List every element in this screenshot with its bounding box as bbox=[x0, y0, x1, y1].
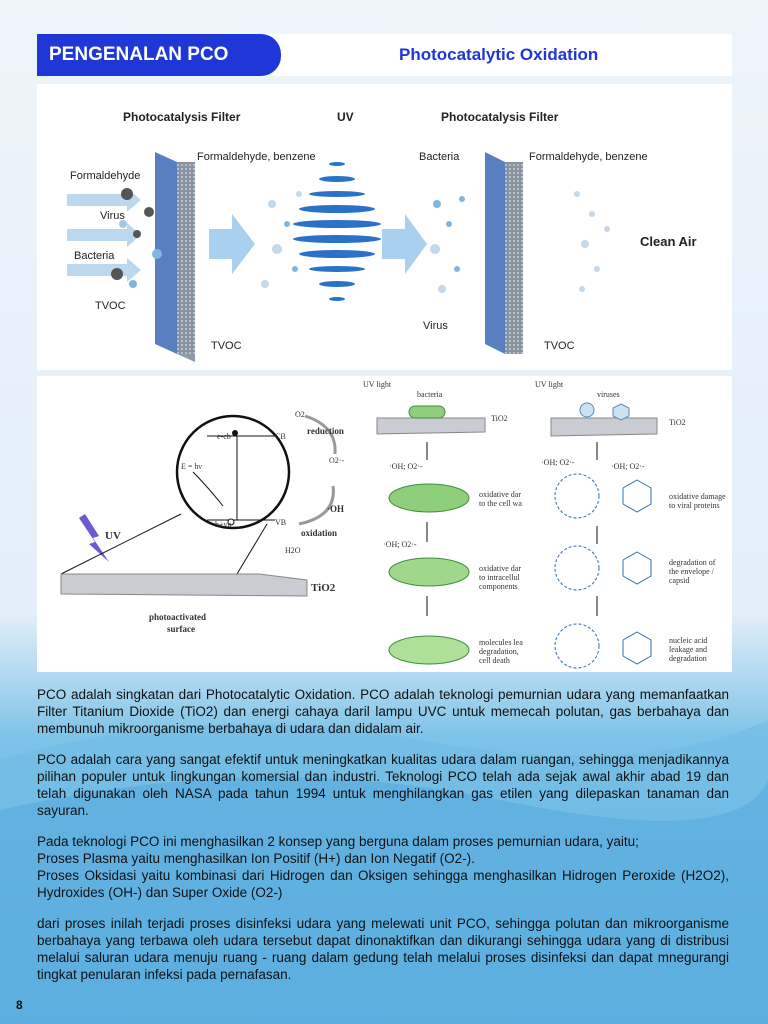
pco-filter-diagram: Photocatalysis Filter UV Photocatalysis … bbox=[37, 84, 732, 370]
body-text: PCO adalah singkatan dari Photocatalytic… bbox=[37, 686, 729, 997]
bacteria-step-3-line-3: cell death bbox=[479, 656, 510, 665]
virus-step-1: oxidative damage to viral proteins bbox=[669, 492, 726, 510]
radicals-label-3: ·OH; O2·- bbox=[611, 462, 645, 471]
paragraph-3-line-1: Pada teknologi PCO ini menghasilkan 2 ko… bbox=[37, 834, 639, 849]
oxidation-label: oxidation bbox=[301, 528, 338, 538]
virus-step-3: nucleic acid leakage and degradation bbox=[669, 636, 707, 663]
virus-step-2-line-1: degradation of bbox=[669, 558, 716, 567]
page-number: 8 bbox=[16, 998, 23, 1012]
virus-bottom: Virus bbox=[423, 320, 448, 332]
bacteria-step-3-line-2: degradation, bbox=[479, 647, 519, 656]
band-gap-magnifier bbox=[175, 414, 291, 530]
flow-arrow-2 bbox=[382, 214, 427, 274]
virus-step-1-line-1: oxidative damage bbox=[669, 492, 726, 501]
h-vb-label: h+vb bbox=[215, 520, 232, 529]
formaldehyde-top-1: Formaldehyde, benzene bbox=[197, 151, 316, 163]
bacteria-step-2-line-3: components bbox=[479, 582, 518, 591]
tio2-surface bbox=[60, 573, 308, 597]
clean-air-label: Clean Air bbox=[640, 234, 697, 249]
uv-light-label-1: UV light bbox=[363, 380, 392, 389]
virus-step-2-line-2: the envelope / bbox=[669, 567, 714, 576]
radicals-label-4: ·OH; O2·- bbox=[383, 540, 417, 549]
bacteria-step-2-line-2: to intracellul bbox=[479, 573, 520, 582]
reduction-label: reduction bbox=[307, 426, 344, 436]
page-subtitle: Photocatalytic Oxidation bbox=[399, 45, 599, 64]
bacteria-step-2: oxidative dar to intracellul components bbox=[479, 564, 521, 591]
photocatalysis-filter-2 bbox=[485, 152, 523, 354]
virus-step-1-line-2: to viral proteins bbox=[669, 501, 720, 510]
pollutants-left bbox=[111, 188, 162, 288]
paragraph-3: Pada teknologi PCO ini menghasilkan 2 ko… bbox=[37, 833, 729, 901]
bacteria-step-3: molecules lea degradation, cell death bbox=[479, 638, 523, 665]
bacteria-column bbox=[376, 405, 486, 665]
tvoc-bottom-2: TVOC bbox=[544, 340, 575, 352]
air-flow-arrows-left bbox=[67, 188, 141, 282]
virus-step-2: degradation of the envelope / capsid bbox=[669, 558, 715, 585]
page-title: PENGENALAN PCO bbox=[37, 34, 281, 76]
virus-step-2-line-3: capsid bbox=[669, 576, 690, 585]
vb-label: VB bbox=[275, 518, 287, 527]
virus-step-3-line-1: nucleic acid bbox=[669, 636, 708, 645]
paragraph-2: PCO adalah cara yang sangat efektif untu… bbox=[37, 752, 729, 818]
h2o-label: H2O bbox=[285, 546, 301, 555]
bacteria-left: Bacteria bbox=[74, 250, 115, 262]
photocatalysis-mechanism-diagram: UV O2 reduction O2·- e-cb CB E = hν h+vb… bbox=[37, 376, 732, 672]
radicals-label-2: ·OH; O2·- bbox=[541, 458, 575, 467]
energy-label: E = hν bbox=[181, 462, 203, 471]
photocatalysis-filter-1 bbox=[155, 152, 195, 362]
bacteria-label: bacteria bbox=[417, 390, 443, 399]
flow-arrow-1 bbox=[209, 214, 255, 274]
oh-label: ·OH bbox=[327, 504, 345, 514]
viruses-label: viruses bbox=[597, 390, 620, 399]
paragraph-4: dari proses inilah terjadi proses disinf… bbox=[37, 916, 729, 982]
paragraph-3-line-2: Proses Plasma yaitu menghasilkan Ion Pos… bbox=[37, 851, 475, 866]
bacteria-step-2-line-1: oxidative dar bbox=[479, 564, 521, 573]
page-header: PENGENALAN PCO Photocatalytic Oxidation bbox=[37, 34, 732, 76]
cb-label: CB bbox=[275, 432, 286, 441]
particles-mid-right bbox=[430, 196, 465, 293]
bacteria-step-3-line-1: molecules lea bbox=[479, 638, 523, 647]
surface-label-1: photoactivated bbox=[149, 612, 206, 622]
bacteria-step-1-line-2: to the cell wa bbox=[479, 499, 522, 508]
bacteria-top: Bacteria bbox=[419, 151, 460, 163]
background-wave bbox=[0, 720, 768, 1024]
filter-label-2: Photocatalysis Filter bbox=[441, 110, 559, 124]
uv-light-label-2: UV light bbox=[535, 380, 564, 389]
filter-label-1: Photocatalysis Filter bbox=[123, 110, 241, 124]
tvoc-bottom-1: TVOC bbox=[211, 340, 242, 352]
tio2-small-2: TiO2 bbox=[669, 418, 686, 427]
superoxide-label: O2·- bbox=[329, 456, 345, 465]
paragraph-1: PCO adalah singkatan dari Photocatalytic… bbox=[37, 687, 729, 736]
virus-step-3-line-2: leakage and bbox=[669, 645, 707, 654]
particles-clean bbox=[574, 191, 610, 292]
uv-lightning-icon bbox=[79, 514, 109, 562]
radicals-label-1: ·OH; O2·- bbox=[389, 462, 423, 471]
tvoc-left: TVOC bbox=[95, 300, 126, 312]
formaldehyde-left: Formaldehyde bbox=[70, 170, 141, 182]
virus-step-3-line-3: degradation bbox=[669, 654, 707, 663]
virus-left: Virus bbox=[100, 210, 125, 222]
uv-lamp-coil bbox=[293, 162, 381, 301]
uv-label: UV bbox=[337, 110, 354, 124]
virus-column bbox=[550, 402, 658, 669]
particles-mid-left bbox=[261, 191, 302, 288]
bacteria-step-1-line-1: oxidative dar bbox=[479, 490, 521, 499]
mechanism-illustration bbox=[60, 402, 658, 669]
paragraph-3-line-3: Proses Oksidasi yaitu kombinasi dari Hid… bbox=[37, 868, 729, 900]
tio2-label: TiO2 bbox=[311, 582, 336, 594]
tio2-small-1: TiO2 bbox=[491, 414, 508, 423]
o2-label: O2 bbox=[295, 410, 305, 419]
surface-label-2: surface bbox=[167, 624, 195, 634]
bacteria-step-1: oxidative dar to the cell wa bbox=[479, 490, 522, 508]
uv-label-2: UV bbox=[105, 530, 121, 542]
formaldehyde-top-2: Formaldehyde, benzene bbox=[529, 151, 648, 163]
e-cb-label: e-cb bbox=[217, 432, 231, 441]
filter-illustration bbox=[67, 152, 610, 362]
